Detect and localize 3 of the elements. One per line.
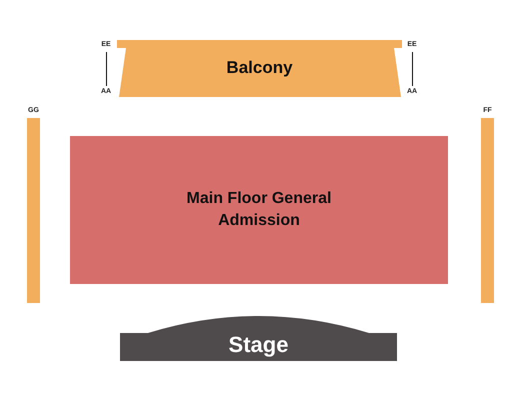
stage-label: Stage xyxy=(228,330,288,359)
section-label: Balcony xyxy=(226,57,293,80)
section-label: Main Floor General Admission xyxy=(186,189,332,231)
